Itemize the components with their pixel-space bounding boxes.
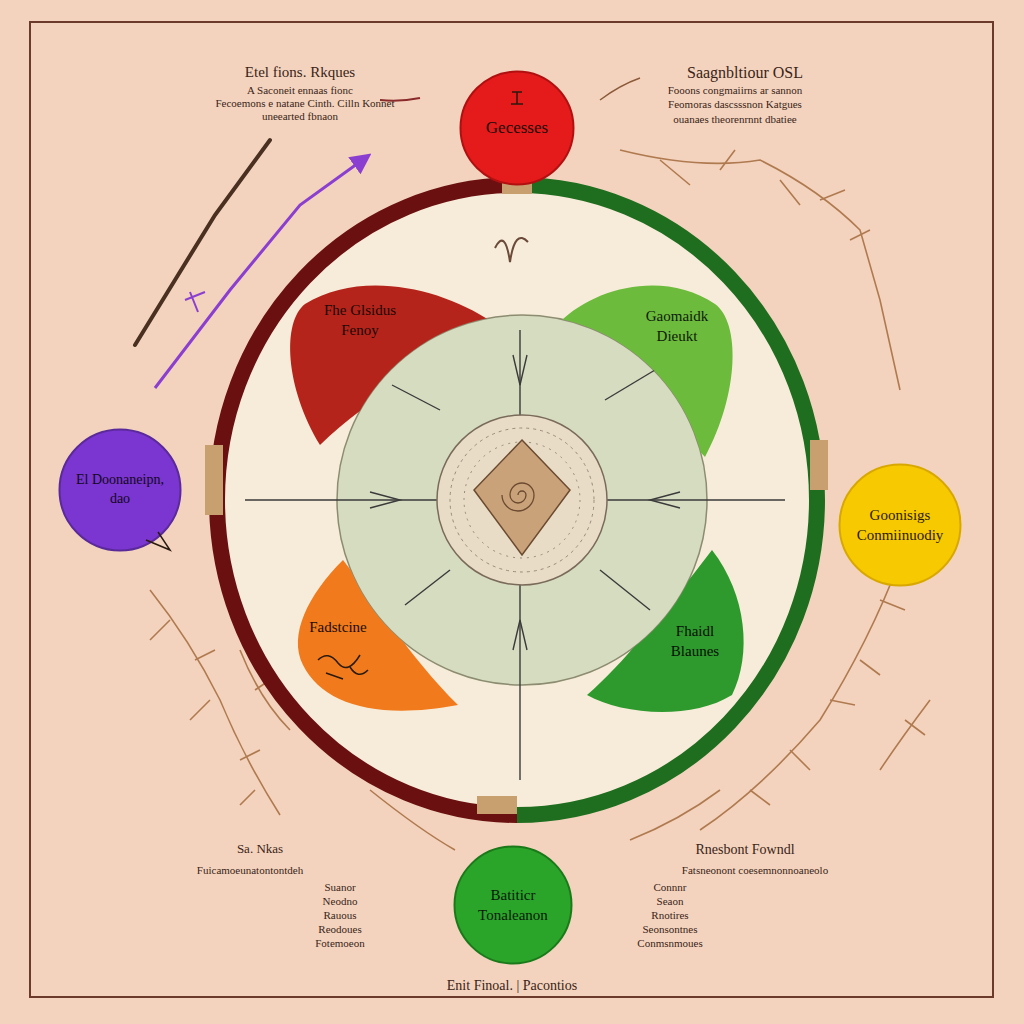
note-line: Rauous (300, 909, 380, 922)
sketch-mark (511, 92, 523, 104)
node-text: Gaomaidk Dieukt (627, 306, 727, 347)
ring-tab (810, 440, 828, 490)
leader-stroke (600, 78, 640, 100)
note-line: ouanaes theorenrnnt dbatiee (620, 113, 850, 126)
node-text: Fhaidl Blaunes (654, 621, 736, 662)
petal-shape (290, 286, 492, 445)
sprout-symbol (495, 238, 528, 262)
node-text: Fadstcine (294, 617, 382, 637)
note-line: Seaon (625, 895, 715, 908)
sketch-mark (318, 655, 368, 679)
green-circle: Batiticr Tonaleanon (453, 845, 573, 965)
note-heading: Sa. Nkas (200, 842, 320, 857)
node-text: Goonisigs Conmiinuodiy (846, 505, 954, 546)
sketch-mark (146, 532, 170, 550)
purple-circle: El Doonaneipn, dao (58, 428, 182, 552)
note-line: Rnotires (625, 909, 715, 922)
circle-shape (60, 430, 181, 551)
ring-tab (205, 445, 223, 515)
red-circle: Gecesses (459, 70, 575, 186)
text-block: Gecesses (467, 117, 567, 140)
note-line: Suanor (300, 881, 380, 894)
text-block: El Doonaneipn, dao (70, 471, 170, 509)
node-text: Batiticr Tonaleanon (461, 885, 565, 926)
circle-shape (455, 847, 572, 964)
note-line: Neodno (300, 895, 380, 908)
stick-arrow (135, 140, 270, 345)
ring-fill (217, 185, 817, 815)
note-heading: Rnesbont Fowndl (670, 842, 820, 858)
note-line: Fuicamoeunatontontdeh (150, 864, 350, 877)
orange-petal: Fadstcine (288, 555, 468, 720)
center-spiral (502, 483, 534, 511)
center-pattern (450, 428, 594, 572)
orange-petal-outline (288, 555, 468, 720)
branch-sketches (150, 150, 930, 850)
note-heading: Saagnbltiour OSL (640, 64, 850, 82)
arrow-fletch (185, 292, 205, 312)
frame (30, 22, 993, 997)
text-block: Batiticr Tonaleanon (461, 885, 565, 926)
petal-shape (298, 560, 458, 711)
note-line: Seonsontnes (625, 923, 715, 936)
text-block: Fhe Glsidus Fenoy (308, 300, 412, 341)
note-line: Connnr (625, 881, 715, 894)
text-block: Goonisigs Conmiinuodiy (846, 505, 954, 546)
note-heading: Etel fions. Rkques (200, 64, 400, 81)
note-line: uneearted fbnaon (200, 110, 400, 123)
purple-circle-outline (58, 428, 182, 552)
note-line: Fecoemons e natane Cinth. Cilln Konnet (170, 97, 440, 110)
green-petal: Gaomaidk Dieukt (555, 262, 740, 462)
circle-shape (461, 72, 574, 185)
node-text: Fhe Glsidus Fenoy (308, 300, 412, 341)
note-line: Feomoras dascsssnon Katgues (620, 98, 850, 111)
yellow-circle: Goonisigs Conmiinuodiy (838, 463, 962, 587)
petal-shape (560, 286, 733, 457)
note-line: Conmsnmoues (625, 937, 715, 950)
caption: Enit Finoal. | Pacontios (312, 978, 712, 994)
note-line: Reodoues (300, 923, 380, 936)
text-block: Fhaidl Blaunes (654, 621, 736, 662)
green-petal-outline (555, 262, 740, 462)
center-disc (437, 415, 607, 585)
red-petal-outline (280, 262, 495, 447)
circle-shape (840, 465, 961, 586)
center-diamond (474, 440, 570, 555)
green-petal: Fhaidl Blaunes (582, 545, 752, 720)
green-circle-outline (453, 845, 573, 965)
note-line: Fatsneonont coesemnonnoaneolo (640, 864, 870, 877)
node-text: Gecesses (467, 117, 567, 140)
text-block: Gaomaidk Dieukt (627, 306, 727, 347)
green-petal-outline (582, 545, 752, 720)
ring-tab (477, 796, 517, 814)
note-line: Fooons congmaiirns ar sannon (620, 84, 850, 97)
note-line: A Saconeit ennaas fionc (200, 84, 400, 97)
text-block: Fadstcine (294, 617, 382, 637)
yellow-circle-outline (838, 463, 962, 587)
note-line: Fotemoeon (300, 937, 380, 950)
petal-shape (587, 550, 744, 712)
node-text: El Doonaneipn, dao (70, 471, 170, 509)
red-petal: Fhe Glsidus Fenoy (280, 262, 495, 447)
